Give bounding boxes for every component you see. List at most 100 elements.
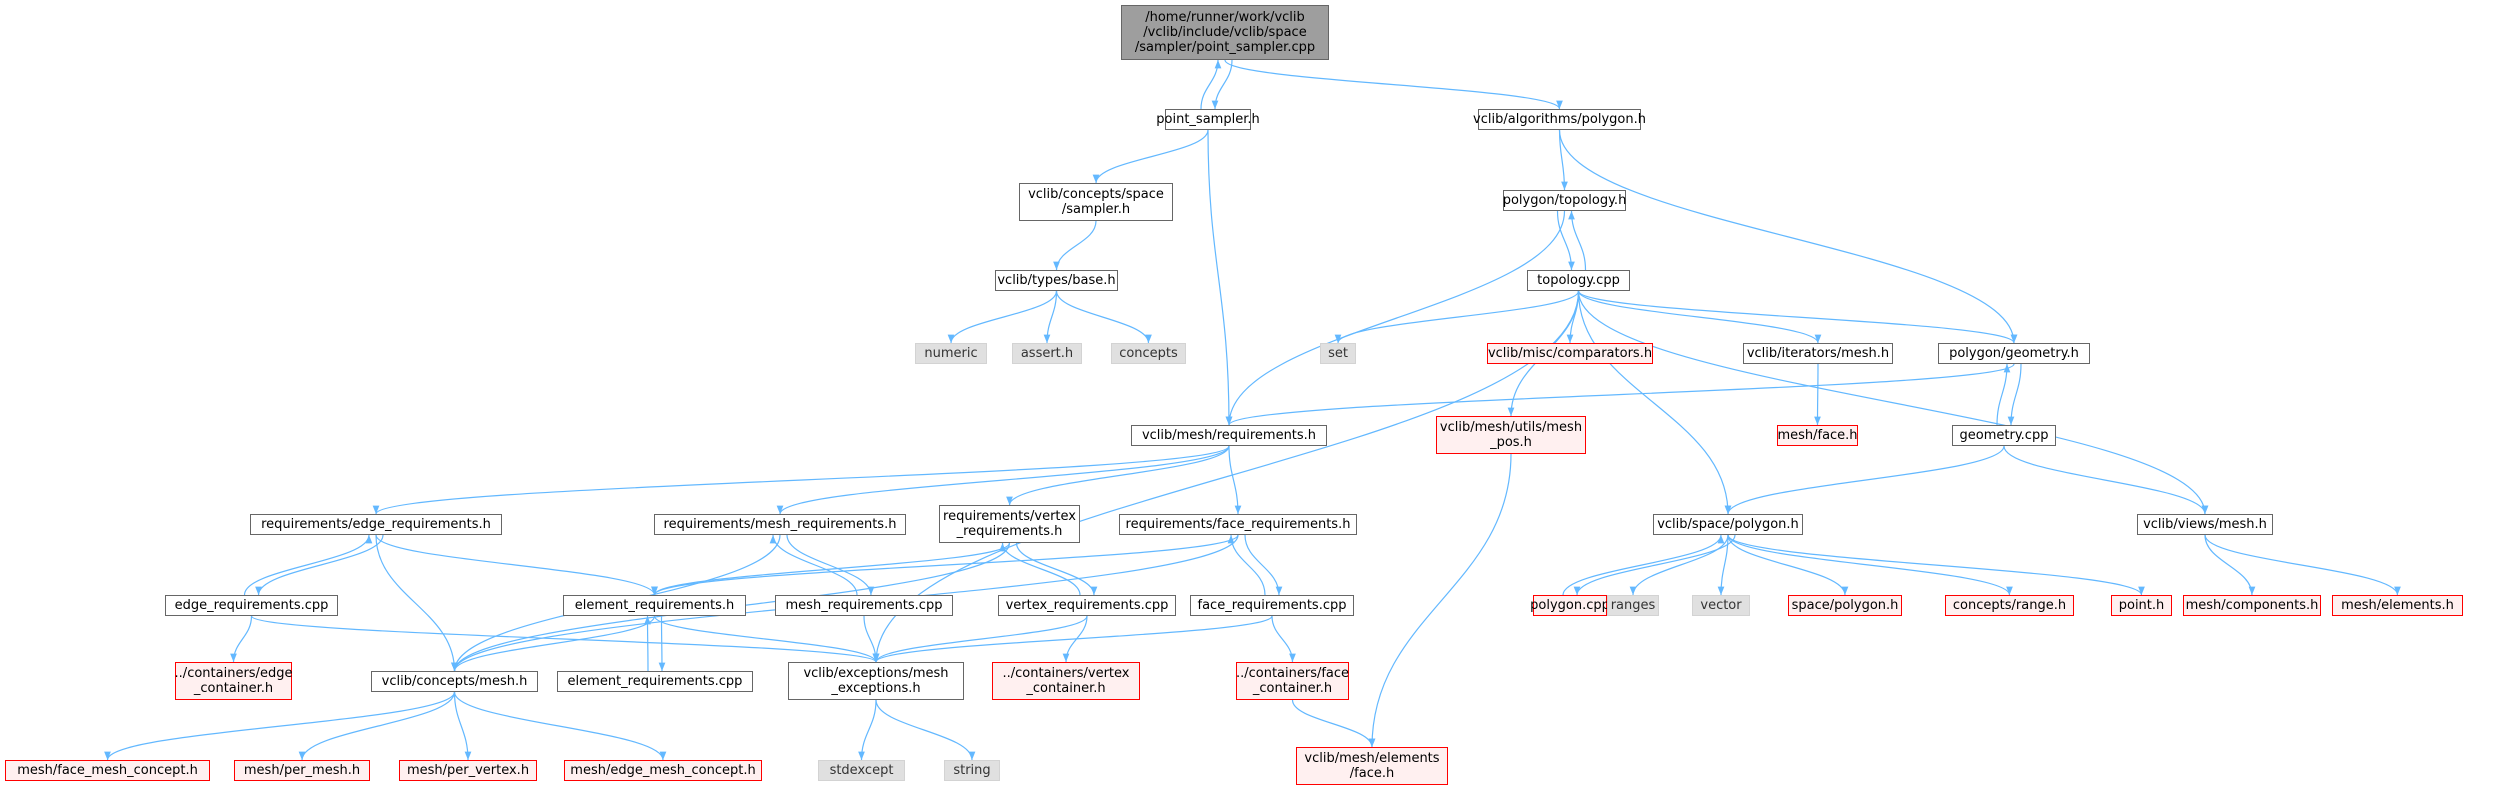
node-iter-mesh[interactable]: vclib/iterators/mesh.h: [1743, 343, 1893, 364]
node-vector: vector: [1692, 595, 1750, 616]
node-meshreq-cpp[interactable]: mesh_requirements.cpp: [775, 595, 953, 616]
edge-edge-cpp-to-cont-edge: [230, 615, 253, 663]
node-face-req[interactable]: requirements/face_requirements.h: [1119, 514, 1357, 535]
edge-vert-req-to-vert-cpp: [1015, 542, 1098, 596]
edge-geom-cpp-to-views-mesh: [2003, 445, 2209, 515]
edge-poly-geom-to-geom-cpp: [2007, 363, 2022, 426]
edge-edge-req-to-elem-req: [375, 534, 658, 596]
node-exc-mesh[interactable]: vclib/exceptions/mesh _exceptions.h: [788, 662, 964, 700]
edge-meshreq-cpp-to-meshreq-h: [769, 534, 858, 596]
node-per-vertex[interactable]: mesh/per_vertex.h: [399, 760, 537, 781]
node-string: string: [944, 760, 1000, 781]
edge-topo-cpp-to-poly-topo: [1568, 210, 1587, 271]
edge-space-poly-to-conc-range: [1727, 534, 2013, 596]
node-elem-cpp[interactable]: element_requirements.cpp: [557, 671, 753, 692]
edge-poly-geom-to-mesh-req: [1225, 363, 2015, 426]
node-root: /home/runner/work/vclib /vclib/include/v…: [1121, 5, 1329, 60]
edge-face-cpp-to-exc-mesh: [872, 615, 1273, 663]
node-face-cpp[interactable]: face_requirements.cpp: [1190, 595, 1354, 616]
edge-meshreq-h-to-meshreq-cpp: [786, 534, 875, 596]
node-geom-cpp[interactable]: geometry.cpp: [1952, 425, 2056, 446]
node-face-mc[interactable]: mesh/face_mesh_concept.h: [5, 760, 210, 781]
edge-exc-mesh-to-string: [875, 699, 976, 761]
edge-vert-cpp-to-exc-mesh: [872, 615, 1088, 663]
node-elem-req[interactable]: element_requirements.h: [563, 595, 746, 616]
node-cont-vert[interactable]: ../containers/vertex _container.h: [992, 662, 1140, 700]
edge-edge-cpp-to-edge-req: [243, 534, 373, 596]
edge-cont-face-to-elem-face: [1291, 699, 1376, 748]
node-misc-comp[interactable]: vclib/misc/comparators.h: [1487, 343, 1653, 364]
node-assert-h: assert.h: [1012, 343, 1082, 364]
node-concepts: concepts: [1111, 343, 1186, 364]
node-poly-cpp[interactable]: polygon.cpp: [1530, 595, 1610, 616]
node-poly-topo[interactable]: polygon/topology.h: [1503, 190, 1626, 211]
edge-face-req-to-face-cpp: [1244, 534, 1283, 596]
node-stdexcept: stdexcept: [818, 760, 905, 781]
edge-types-base-to-numeric: [947, 290, 1058, 344]
edge-geom-cpp-to-poly-geom: [1996, 363, 2011, 426]
edge-conc-mesh-to-edge-mc: [453, 691, 667, 761]
node-ps-h[interactable]: point_sampler.h: [1156, 109, 1260, 130]
edge-elem-cpp-to-elem-req: [644, 615, 651, 672]
edge-alg-poly-to-poly-geom: [1558, 129, 2018, 344]
node-mesh-pos[interactable]: vclib/mesh/utils/mesh _pos.h: [1436, 416, 1586, 454]
node-types-base[interactable]: vclib/types/base.h: [995, 270, 1118, 291]
edge-root-to-alg-poly: [1224, 59, 1563, 110]
node-concepts-sampler[interactable]: vclib/concepts/space /sampler.h: [1019, 183, 1173, 221]
edge-topo-cpp-to-poly-geom: [1577, 290, 2018, 344]
edge-conc-mesh-to-face-mc: [104, 691, 456, 761]
node-topo-cpp[interactable]: topology.cpp: [1527, 270, 1630, 291]
edge-mesh-req-to-edge-req: [372, 445, 1230, 515]
edge-mesh-req-to-vert-req: [1006, 445, 1230, 506]
edge-face-cpp-to-face-req: [1227, 534, 1266, 596]
edge-geom-cpp-to-space-poly: [1724, 445, 2005, 515]
edge-vert-cpp-to-vert-req: [999, 542, 1081, 596]
node-ranges: ranges: [1607, 595, 1659, 616]
node-mesh-comp[interactable]: mesh/components.h: [2183, 595, 2321, 616]
edge-types-base-to-concepts: [1055, 290, 1152, 344]
edge-space-poly-to-point-h: [1727, 534, 2145, 596]
node-poly-geom[interactable]: polygon/geometry.h: [1938, 343, 2090, 364]
edge-iter-mesh-to-mesh-face: [1814, 363, 1821, 426]
edge-space-poly-to-ranges: [1629, 534, 1729, 596]
node-elem-face[interactable]: vclib/mesh/elements /face.h: [1296, 747, 1448, 785]
node-conc-range[interactable]: concepts/range.h: [1945, 595, 2074, 616]
edge-types-base-to-assert-h: [1043, 290, 1058, 344]
node-alg-poly[interactable]: vclib/algorithms/polygon.h: [1473, 109, 1646, 130]
node-edge-cpp[interactable]: edge_requirements.cpp: [165, 595, 338, 616]
edge-mesh-pos-to-elem-face: [1368, 453, 1512, 748]
node-edge-mc[interactable]: mesh/edge_mesh_concept.h: [564, 760, 762, 781]
edge-topo-cpp-to-views-mesh: [1577, 290, 2209, 515]
node-mesh-face[interactable]: mesh/face.h: [1777, 425, 1858, 446]
node-mesh-elem[interactable]: mesh/elements.h: [2332, 595, 2463, 616]
edge-topo-cpp-to-iter-mesh: [1577, 290, 1822, 344]
node-meshreq-h[interactable]: requirements/mesh_requirements.h: [654, 514, 906, 535]
node-edge-req[interactable]: requirements/edge_requirements.h: [250, 514, 502, 535]
edge-ps-h-to-root: [1200, 59, 1222, 110]
node-conc-mesh[interactable]: vclib/concepts/mesh.h: [371, 671, 538, 692]
edge-mesh-req-to-meshreq-h: [776, 445, 1230, 515]
edge-space-poly-to-poly-cpp: [1573, 534, 1736, 596]
node-vert-req[interactable]: requirements/vertex _requirements.h: [939, 505, 1080, 543]
node-per-mesh[interactable]: mesh/per_mesh.h: [234, 760, 370, 781]
edge-edge-req-to-conc-mesh: [375, 534, 458, 672]
edge-ps-h-to-concepts-sampler: [1092, 129, 1209, 184]
node-mesh-req[interactable]: vclib/mesh/requirements.h: [1131, 425, 1327, 446]
edge-topo-cpp-to-space-poly: [1577, 290, 1732, 515]
edge-concepts-sampler-to-types-base: [1053, 220, 1097, 271]
edge-elem-req-to-conc-mesh: [451, 615, 656, 672]
node-space-poly[interactable]: vclib/space/polygon.h: [1653, 514, 1803, 535]
node-cont-edge[interactable]: ../containers/edge _container.h: [175, 662, 292, 700]
edge-topo-cpp-to-misc-comp: [1566, 290, 1580, 344]
edge-alg-poly-to-poly-topo: [1558, 129, 1568, 191]
edge-elem-req-to-exc-mesh: [653, 615, 880, 663]
node-cont-face[interactable]: ../containers/face _container.h: [1236, 662, 1349, 700]
node-vert-cpp[interactable]: vertex_requirements.cpp: [998, 595, 1176, 616]
edge-vert-req-to-elem-req: [651, 542, 1011, 596]
node-space-polygon[interactable]: space/polygon.h: [1788, 595, 1902, 616]
edge-views-mesh-to-mesh-comp: [2204, 534, 2256, 596]
edge-poly-cpp-to-space-poly: [1562, 534, 1725, 596]
node-views-mesh[interactable]: vclib/views/mesh.h: [2137, 514, 2273, 535]
node-point-h[interactable]: point.h: [2111, 595, 2172, 616]
